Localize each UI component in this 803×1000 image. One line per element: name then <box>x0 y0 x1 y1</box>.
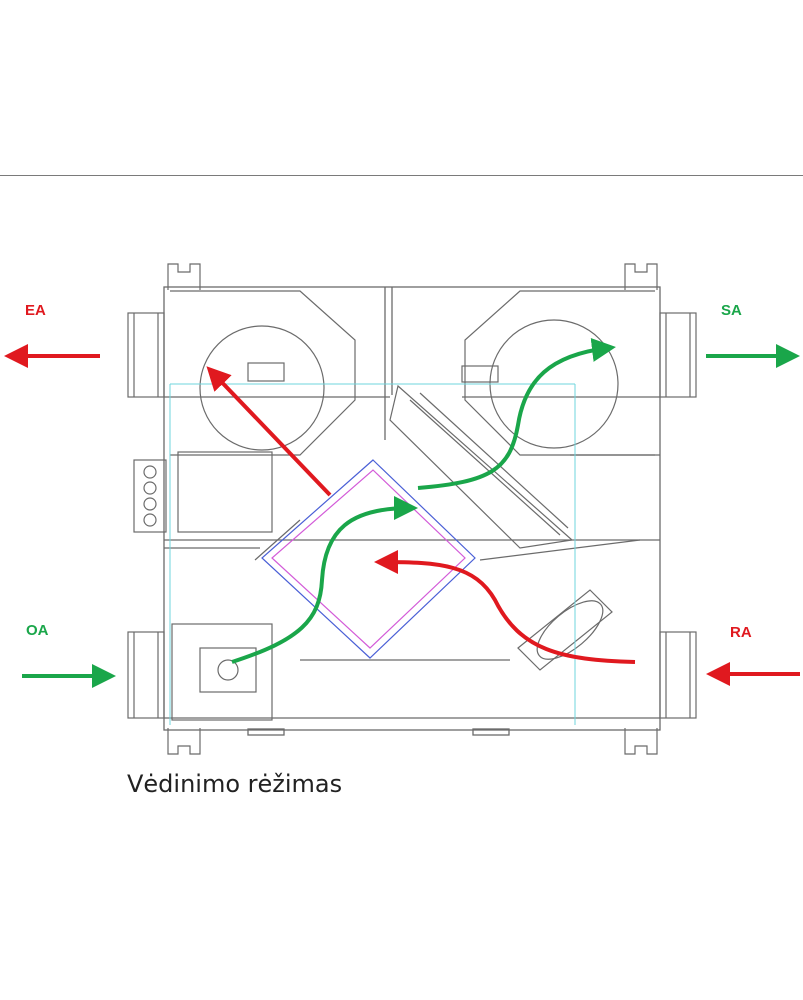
exchanger-core-magenta <box>271 469 466 649</box>
exchanger-bypass <box>389 384 574 549</box>
return-air-label: RA <box>730 624 752 641</box>
bracket-top-right <box>624 263 658 290</box>
bottom-left-fan <box>171 623 273 721</box>
supply-flow-arrow <box>417 338 616 490</box>
exhaust-fan-circle <box>199 325 325 451</box>
bracket-top-left <box>167 263 201 290</box>
top-divider-line <box>0 175 803 176</box>
return-flow-arrow <box>374 550 636 664</box>
outdoor-air-label: OA <box>26 622 49 639</box>
control-panel <box>177 451 273 533</box>
cable-gland-plate <box>133 459 167 533</box>
exhaust-fan-housing <box>170 290 356 456</box>
cyan-guides <box>169 383 576 725</box>
return-damper <box>517 589 613 671</box>
outdoor-flow-arrow <box>231 496 418 664</box>
exhaust-flow-arrow <box>206 366 332 497</box>
spigot-ra <box>659 631 697 719</box>
spigot-ea <box>127 312 165 398</box>
exhaust-air-label: EA <box>25 302 46 319</box>
supply-air-label: SA <box>721 302 742 319</box>
bracket-bottom-right <box>624 728 658 755</box>
control-box <box>133 451 273 533</box>
bracket-bottom-left <box>167 728 201 755</box>
heat-exchanger <box>254 384 641 661</box>
housing-outline <box>163 286 661 731</box>
diagram-caption: Vėdinimo rėžimas <box>127 770 343 798</box>
spigot-oa <box>127 631 165 719</box>
duct-spigots <box>127 312 697 719</box>
spigot-sa <box>659 312 697 398</box>
unit-housing <box>163 286 661 736</box>
mounting-brackets <box>167 263 658 755</box>
exchanger-core-blue <box>261 459 476 659</box>
supply-fan-housing <box>461 290 655 456</box>
